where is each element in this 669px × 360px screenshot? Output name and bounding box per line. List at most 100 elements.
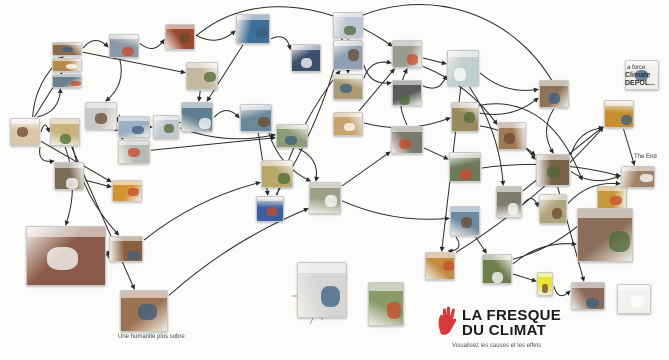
card-header-band xyxy=(113,181,141,185)
card-thumbnail[interactable] xyxy=(447,50,479,86)
connection-arrow xyxy=(475,236,487,254)
card-illustration xyxy=(340,83,352,94)
connection-arrow xyxy=(422,74,448,89)
card-thumbnail[interactable] xyxy=(186,62,218,90)
connection-arrow xyxy=(422,57,447,66)
card-illustration xyxy=(621,114,633,125)
card-thumbnail[interactable] xyxy=(309,182,341,214)
card-illustration xyxy=(267,206,278,217)
card-illustration xyxy=(631,295,644,308)
card-header-band xyxy=(241,105,271,110)
card-thumbnail[interactable] xyxy=(240,104,272,132)
card-illustration xyxy=(508,203,518,216)
card-thumbnail[interactable] xyxy=(256,196,284,222)
card-thumbnail[interactable] xyxy=(604,100,634,128)
card-thumbnail[interactable] xyxy=(236,14,270,44)
top-right-card-line: Climate xyxy=(625,72,651,79)
card-header-band xyxy=(187,63,217,68)
card-illustration xyxy=(131,126,144,135)
connection-arrow xyxy=(623,128,636,166)
card-illustration xyxy=(547,166,561,179)
card-thumbnail[interactable] xyxy=(391,126,423,154)
card-thumbnail[interactable] xyxy=(496,186,522,218)
card-thumbnail[interactable] xyxy=(10,118,40,146)
card-thumbnail[interactable] xyxy=(621,166,655,188)
card-header-band xyxy=(166,25,194,30)
logo-tagline: Visualisez les causes et les effets xyxy=(452,343,542,349)
card-thumbnail[interactable] xyxy=(276,124,308,148)
card-thumbnail[interactable] xyxy=(597,186,627,212)
card-illustration xyxy=(138,303,157,320)
card-thumbnail[interactable] xyxy=(392,80,422,106)
card-thumbnail[interactable] xyxy=(333,12,363,38)
card-thumbnail[interactable] xyxy=(120,290,168,332)
card-illustration xyxy=(178,33,190,43)
connection-arrow xyxy=(195,6,393,47)
connection-arrow xyxy=(143,181,261,241)
card-illustration xyxy=(610,195,622,206)
card-thumbnail[interactable] xyxy=(54,162,84,190)
card-header-band xyxy=(257,197,283,202)
card-header-band xyxy=(53,43,81,46)
connection-arrow xyxy=(447,236,460,254)
card-illustration xyxy=(300,57,312,69)
card-thumbnail[interactable] xyxy=(261,160,293,188)
card-thumbnail[interactable] xyxy=(118,116,150,138)
card-thumbnail[interactable] xyxy=(52,74,82,88)
card-illustration xyxy=(59,134,72,145)
card-thumbnail[interactable] xyxy=(52,42,82,56)
card-thumbnail[interactable] xyxy=(577,208,633,262)
card-thumbnail[interactable] xyxy=(571,282,605,310)
card-thumbnail[interactable] xyxy=(625,60,659,90)
connection-arrow xyxy=(546,108,555,154)
card-thumbnail[interactable] xyxy=(153,115,179,139)
card-thumbnail[interactable] xyxy=(291,44,321,72)
card-thumbnail[interactable] xyxy=(368,282,404,326)
card-thumbnail[interactable] xyxy=(297,262,347,318)
the-end-label: The End xyxy=(634,154,657,160)
card-thumbnail[interactable] xyxy=(109,236,143,262)
hand-icon xyxy=(438,306,457,335)
connection-arrow xyxy=(168,207,309,296)
card-thumbnail[interactable] xyxy=(482,254,512,284)
connection-arrow xyxy=(553,286,571,297)
people-image-caption: Une humanité plus sobre xyxy=(118,334,185,340)
card-thumbnail[interactable] xyxy=(181,102,213,132)
card-thumbnail[interactable] xyxy=(26,226,106,286)
card-header-band xyxy=(393,41,421,46)
card-thumbnail[interactable] xyxy=(165,24,195,50)
card-thumbnail[interactable] xyxy=(52,58,82,72)
card-thumbnail[interactable] xyxy=(109,34,139,58)
card-illustration xyxy=(634,69,648,82)
top-right-card-line: a force xyxy=(627,65,646,71)
card-thumbnail[interactable] xyxy=(392,40,422,68)
card-thumbnail[interactable] xyxy=(539,194,567,224)
card-thumbnail[interactable] xyxy=(498,122,526,150)
card-thumbnail[interactable] xyxy=(536,154,570,186)
card-thumbnail[interactable] xyxy=(112,180,142,202)
card-header-band xyxy=(448,51,478,58)
card-thumbnail[interactable] xyxy=(449,152,481,182)
card-header-band xyxy=(540,195,566,201)
card-illustration xyxy=(257,116,270,128)
card-header-band xyxy=(237,15,269,21)
card-header-band xyxy=(393,81,421,86)
fresque-du-climat-logo: LA FRESQUE DU CLıMAT Visualisez les caus… xyxy=(436,306,576,356)
card-header-band xyxy=(53,59,81,62)
card-thumbnail[interactable] xyxy=(425,252,455,280)
card-header-band xyxy=(182,103,212,109)
card-thumbnail[interactable] xyxy=(333,74,363,100)
card-thumbnail[interactable] xyxy=(50,118,80,146)
card-thumbnail[interactable] xyxy=(118,140,150,164)
card-thumbnail[interactable] xyxy=(333,112,363,136)
card-thumbnail[interactable] xyxy=(450,206,480,236)
card-thumbnail[interactable] xyxy=(617,284,651,314)
card-thumbnail[interactable] xyxy=(333,40,363,70)
card-thumbnail[interactable] xyxy=(539,80,569,108)
card-thumbnail[interactable] xyxy=(451,102,479,132)
card-header-band xyxy=(497,187,521,193)
card-thumbnail[interactable] xyxy=(537,272,553,296)
connection-arrow xyxy=(363,59,392,79)
card-illustration xyxy=(399,94,411,105)
card-thumbnail[interactable] xyxy=(85,102,117,130)
